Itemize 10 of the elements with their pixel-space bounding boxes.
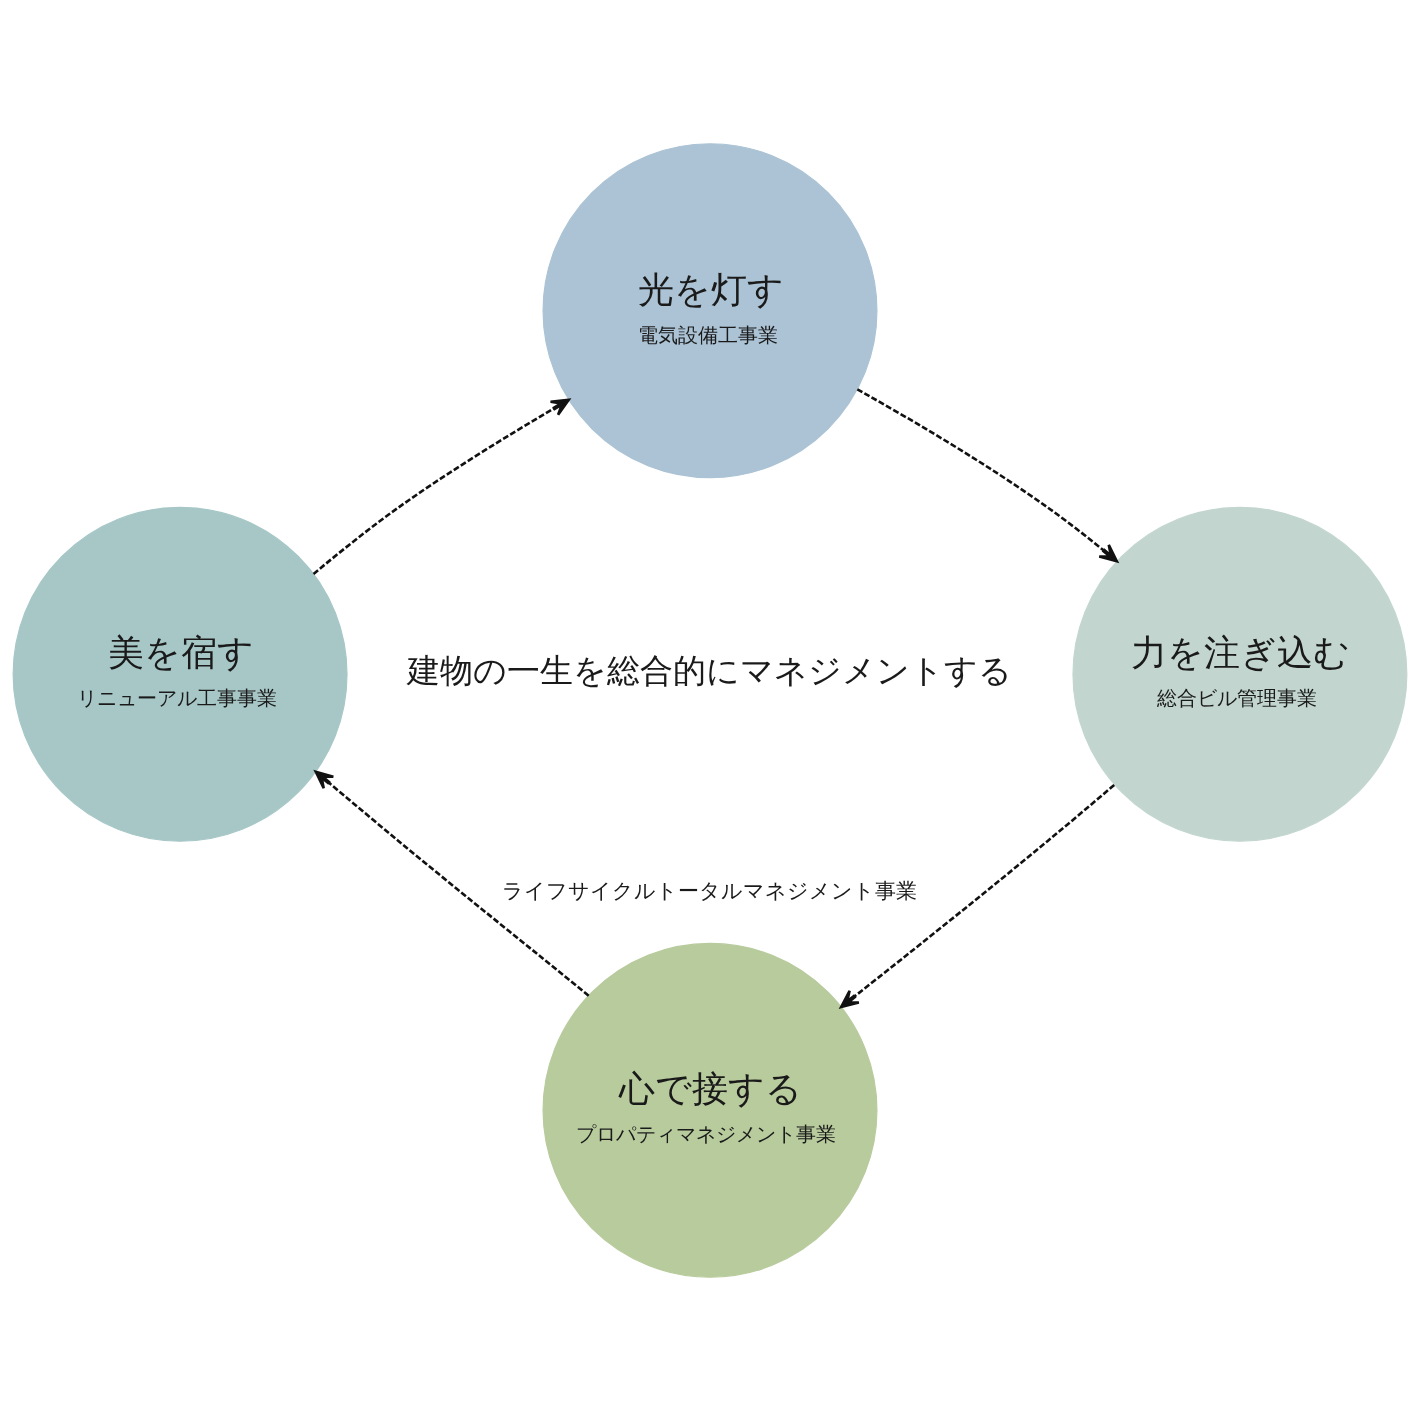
arrow [839, 783, 1116, 1008]
node-circle: 光を灯す 電気設備工事業 [542, 142, 878, 478]
arrow [856, 387, 1119, 563]
arrow [312, 398, 570, 575]
node-circle: 美を宿す リニューアル工事事業 [12, 506, 348, 842]
node-circle: 力を注ぎ込む 総合ビル管理事業 [1072, 506, 1408, 842]
node-circle: 心で接する プロパティマネジメント事業 [542, 942, 878, 1278]
label: ライフサイクルトータルマネジメント事業 [502, 877, 918, 903]
label: 建物の一生を総合的にマネジメントする [407, 650, 1013, 690]
arrow [314, 769, 590, 997]
